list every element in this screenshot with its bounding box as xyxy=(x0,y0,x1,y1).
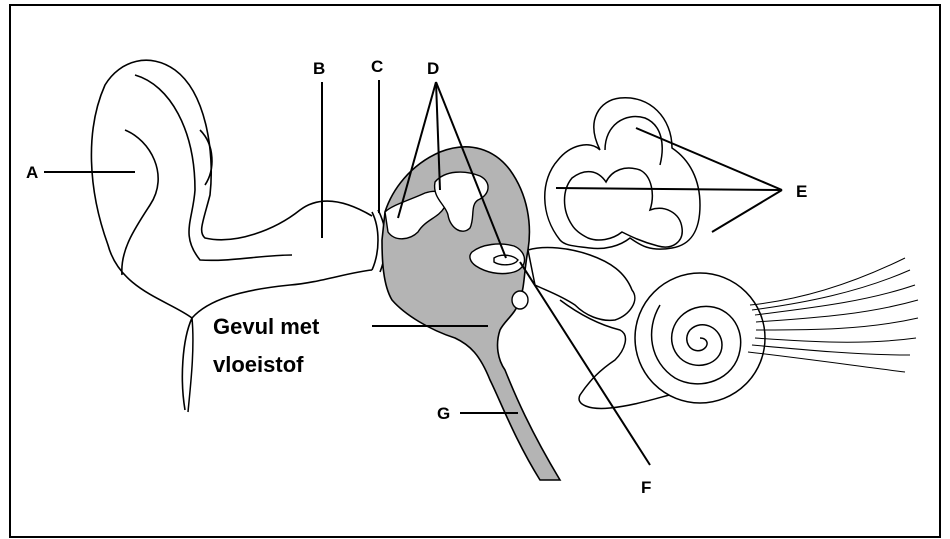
label-g: G xyxy=(437,404,450,423)
label-b: B xyxy=(313,59,325,78)
label-d: D xyxy=(427,59,439,78)
fluid-note-line1: Gevul met xyxy=(213,314,320,339)
label-a: A xyxy=(26,163,38,182)
label-c: C xyxy=(371,57,383,76)
round-window xyxy=(512,291,528,309)
label-f: F xyxy=(641,478,651,497)
fluid-note-line2: vloeistof xyxy=(213,352,304,377)
label-e: E xyxy=(796,182,807,201)
